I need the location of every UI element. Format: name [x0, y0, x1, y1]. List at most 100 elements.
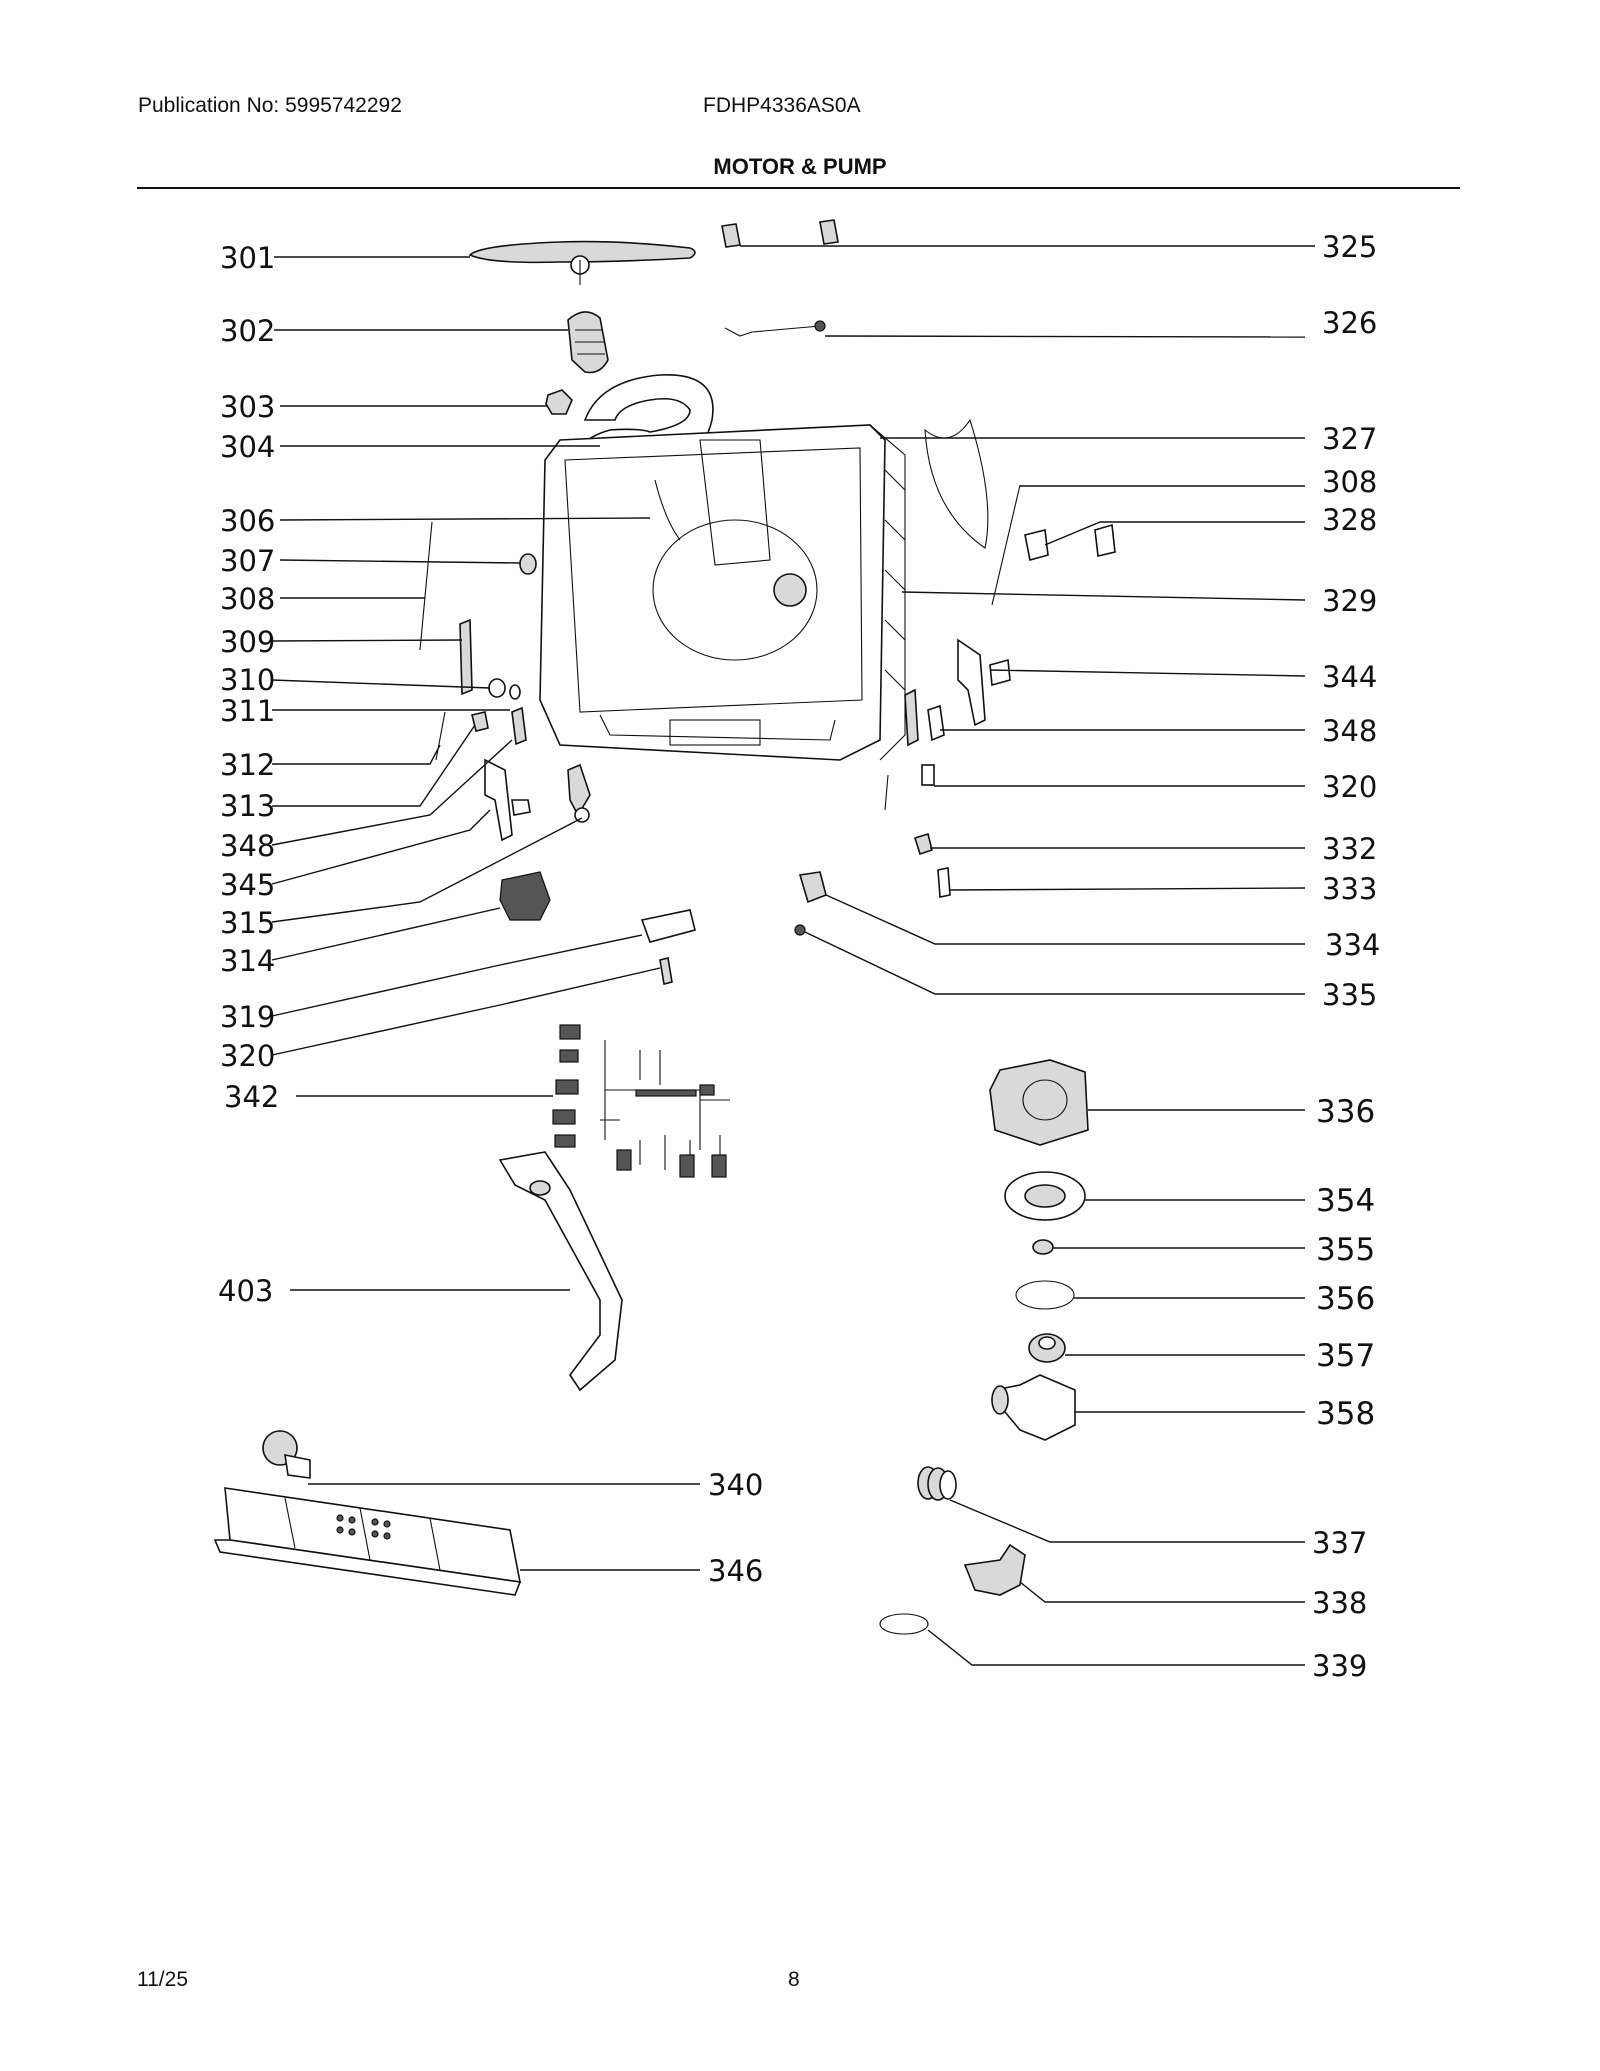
callout-327: 327 — [1322, 422, 1377, 456]
oring-339-part — [879, 1613, 929, 1635]
heater-309-part — [459, 618, 473, 696]
callout-314: 314 — [220, 944, 275, 978]
clip-325a-part — [721, 223, 741, 248]
fitting-340-part — [262, 1430, 311, 1479]
callout-336: 336 — [1316, 1094, 1375, 1130]
section-title: MOTOR & PUMP — [713, 154, 887, 179]
panel-346-part — [213, 1487, 522, 1596]
volute-358-part — [991, 1374, 1076, 1441]
callout-357: 357 — [1316, 1338, 1375, 1374]
ring-310-part — [488, 678, 506, 698]
callout-301: 301 — [220, 241, 275, 275]
header-divider — [137, 187, 1460, 189]
model-number: FDHP4336AS0A — [703, 94, 861, 117]
duct-403-part — [498, 1151, 623, 1392]
callout-346: 346 — [708, 1554, 763, 1588]
callout-308-right: 308 — [1322, 465, 1377, 499]
impeller-357-part — [1028, 1333, 1066, 1363]
rod-right-part — [991, 484, 1021, 606]
callout-337: 337 — [1312, 1526, 1367, 1560]
callout-320-right: 320 — [1322, 770, 1377, 804]
callout-338: 338 — [1312, 1586, 1367, 1620]
part-drawings — [213, 219, 1116, 1635]
wire-326-end — [814, 320, 826, 332]
wire-312-part — [435, 711, 446, 761]
callout-labels: 301 302 303 304 306 307 308 309 310 311 … — [218, 230, 1380, 1683]
motor-336-part — [989, 1059, 1089, 1146]
callout-302: 302 — [220, 314, 275, 348]
nut-part — [545, 389, 573, 415]
callout-333: 333 — [1322, 872, 1377, 906]
callout-358: 358 — [1316, 1396, 1375, 1432]
callout-354: 354 — [1316, 1183, 1375, 1219]
callout-308-left: 308 — [220, 582, 275, 616]
callout-303: 303 — [220, 390, 275, 424]
spray-arm-part — [468, 240, 696, 285]
shroud-part — [924, 418, 989, 549]
callout-344: 344 — [1322, 660, 1377, 694]
duct-403-port — [529, 1180, 551, 1196]
callout-309: 309 — [220, 625, 275, 659]
callout-355: 355 — [1316, 1232, 1375, 1268]
clip-325b-part — [819, 219, 839, 245]
sensor-right-part — [927, 704, 945, 742]
pump-315-port — [574, 807, 590, 823]
callout-332: 332 — [1322, 832, 1377, 866]
tub-frame-part — [539, 424, 906, 761]
pump-housing-354-part — [1004, 1171, 1086, 1221]
callout-335: 335 — [1322, 978, 1377, 1012]
wiring-harness-part — [552, 1024, 730, 1178]
callout-325: 325 — [1322, 230, 1377, 264]
pin-right-part — [884, 774, 889, 811]
valve-314-part — [499, 871, 551, 921]
wire-326-part — [724, 325, 821, 337]
rod-left-part — [419, 521, 433, 651]
callout-312: 312 — [220, 748, 275, 782]
callout-348-left: 348 — [220, 829, 275, 863]
ring-311-part — [509, 684, 521, 700]
callout-306: 306 — [220, 504, 275, 538]
bracket-part — [957, 638, 1011, 727]
sensor-348-part — [511, 706, 527, 746]
callout-339: 339 — [1312, 1649, 1367, 1683]
clip-320l-part — [659, 957, 673, 985]
clip-320-part — [921, 764, 935, 786]
callout-356: 356 — [1316, 1281, 1375, 1317]
clip-part — [1024, 529, 1049, 562]
callout-340: 340 — [708, 1468, 763, 1502]
diverter-part — [567, 311, 609, 374]
page-number: 8 — [788, 1968, 800, 1991]
callout-315: 315 — [220, 906, 275, 940]
callout-307: 307 — [220, 544, 275, 578]
clamp-332-part — [913, 832, 933, 856]
callout-311: 311 — [220, 694, 275, 728]
callout-348-right: 348 — [1322, 714, 1377, 748]
callout-320-left: 320 — [220, 1039, 275, 1073]
publication-number: Publication No: 5995742292 — [138, 94, 402, 117]
bellows-337-part — [917, 1466, 957, 1501]
pump-315-part — [567, 763, 591, 817]
callout-329: 329 — [1322, 584, 1377, 618]
valve-334-part — [798, 871, 827, 904]
leader-lines — [271, 245, 1315, 1666]
callout-319: 319 — [220, 1000, 275, 1034]
seal-355-part — [1032, 1239, 1054, 1255]
footer-date: 11/25 — [137, 1968, 188, 1991]
fitting-333-part — [937, 867, 951, 898]
bracket-319-part — [640, 909, 696, 943]
callout-403: 403 — [218, 1274, 273, 1308]
callout-313: 313 — [220, 789, 275, 823]
oring-356-part — [1015, 1280, 1075, 1310]
grommet-307-part — [519, 553, 537, 575]
callout-345: 345 — [220, 868, 275, 902]
elbow-338-part — [963, 1543, 1026, 1596]
bracket-345-part — [484, 758, 531, 842]
callout-310: 310 — [220, 663, 275, 697]
clip-313-part — [471, 711, 489, 732]
callout-342: 342 — [224, 1080, 279, 1114]
screw-335-part — [794, 924, 806, 936]
callout-304: 304 — [220, 430, 275, 464]
callout-334: 334 — [1325, 928, 1380, 962]
heater-right-part — [904, 688, 919, 747]
